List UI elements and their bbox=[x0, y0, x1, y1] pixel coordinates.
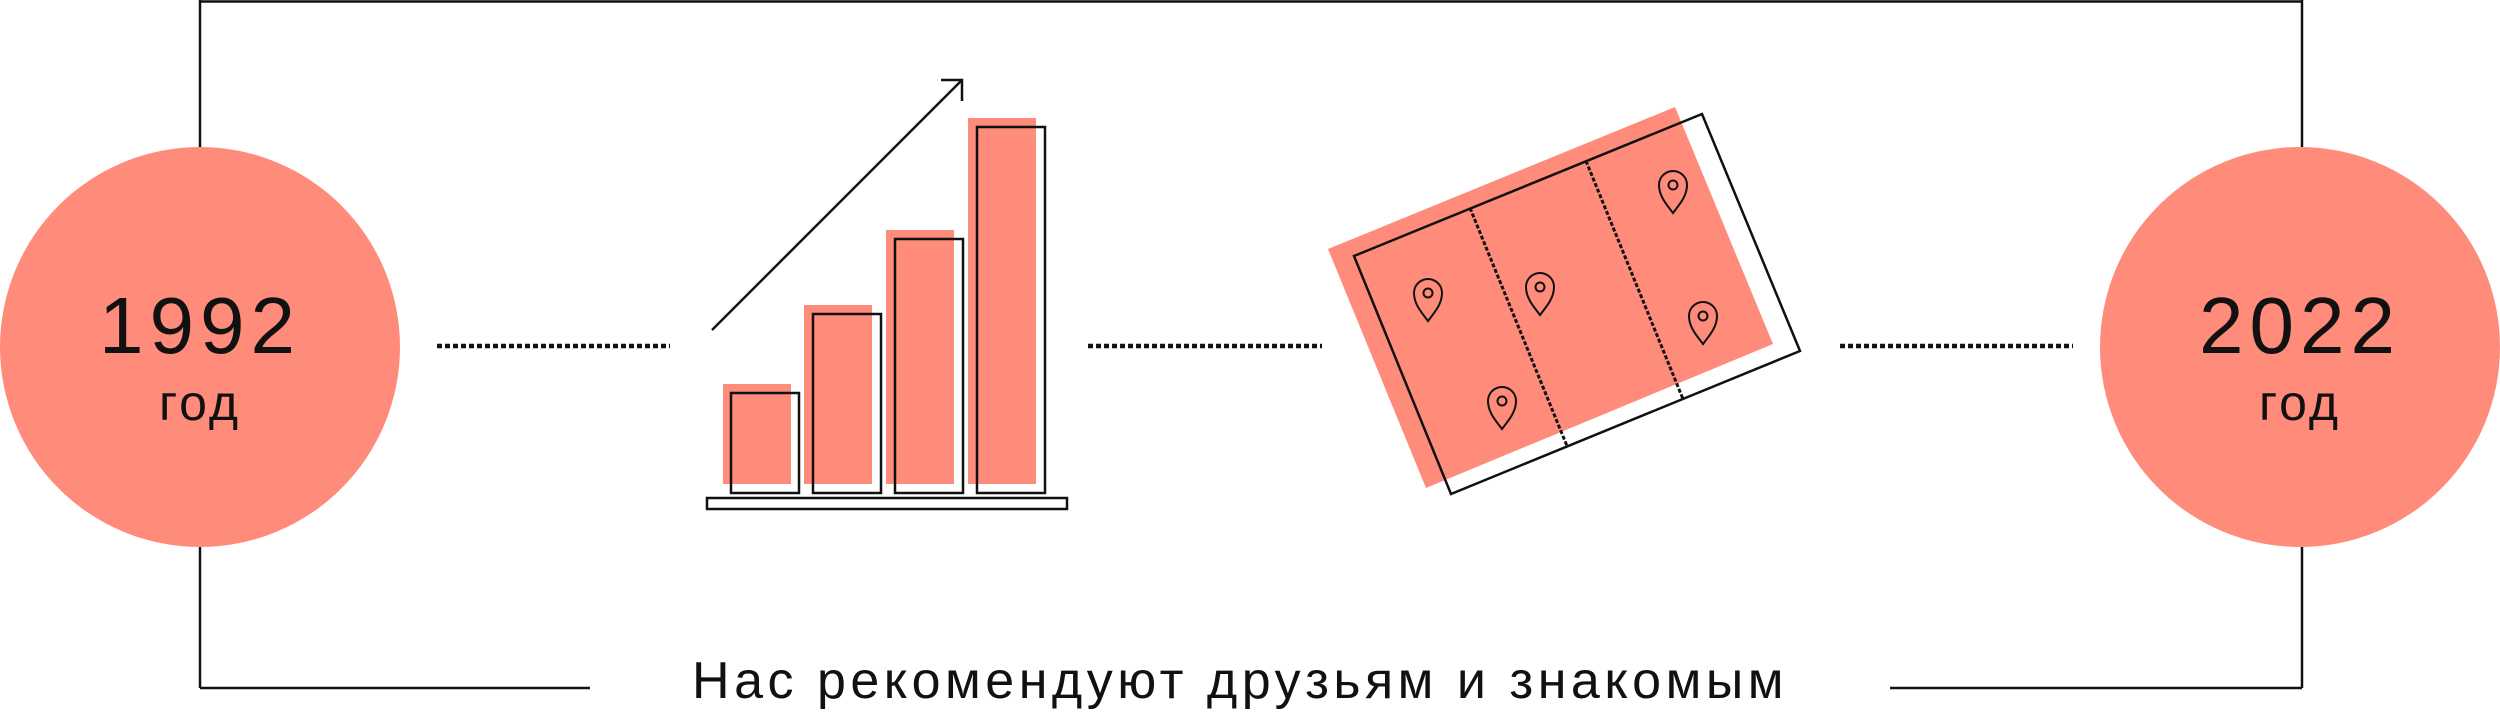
map-fold-2 bbox=[1584, 160, 1685, 400]
end-year-unit: год bbox=[2258, 375, 2342, 431]
map-pin-icon bbox=[1687, 301, 1719, 346]
growth-bar-fill-4 bbox=[968, 118, 1036, 484]
growth-bar-outline-3 bbox=[893, 237, 965, 495]
growth-bar-fill-3 bbox=[886, 230, 954, 484]
growth-chart-base bbox=[705, 496, 1069, 511]
map-fill bbox=[1328, 107, 1773, 488]
map-fold-1 bbox=[1468, 207, 1569, 447]
caption-text: Нас рекомендуют друзьям и знакомым bbox=[692, 652, 1788, 710]
growth-arrow-shaft bbox=[711, 79, 963, 331]
growth-arrow-head bbox=[941, 78, 964, 101]
start-year-circle bbox=[0, 147, 400, 547]
start-year-value: 1992 bbox=[99, 281, 301, 370]
growth-bar-outline-1 bbox=[729, 391, 801, 495]
start-year-badge: 1992 год bbox=[0, 147, 400, 547]
growth-bar-chart-icon bbox=[705, 78, 1069, 511]
growth-bar-outline-2 bbox=[811, 312, 883, 495]
end-year-badge: 2022 год bbox=[2100, 147, 2500, 547]
end-year-circle bbox=[2100, 147, 2500, 547]
start-year-unit: год bbox=[158, 375, 242, 431]
map-pin-icon bbox=[1412, 278, 1444, 323]
end-year-value: 2022 bbox=[2199, 281, 2401, 370]
map-pins bbox=[1412, 170, 1719, 431]
growth-bar-fill-1 bbox=[723, 384, 791, 484]
map-pin-icon bbox=[1486, 386, 1518, 431]
map-pin-icon bbox=[1657, 170, 1689, 215]
frame bbox=[198, 0, 2304, 690]
folded-map-icon bbox=[1328, 107, 1802, 496]
map-pin-icon bbox=[1524, 272, 1556, 317]
growth-bar-outline-4 bbox=[975, 125, 1047, 495]
growth-bar-fill-2 bbox=[804, 305, 872, 484]
